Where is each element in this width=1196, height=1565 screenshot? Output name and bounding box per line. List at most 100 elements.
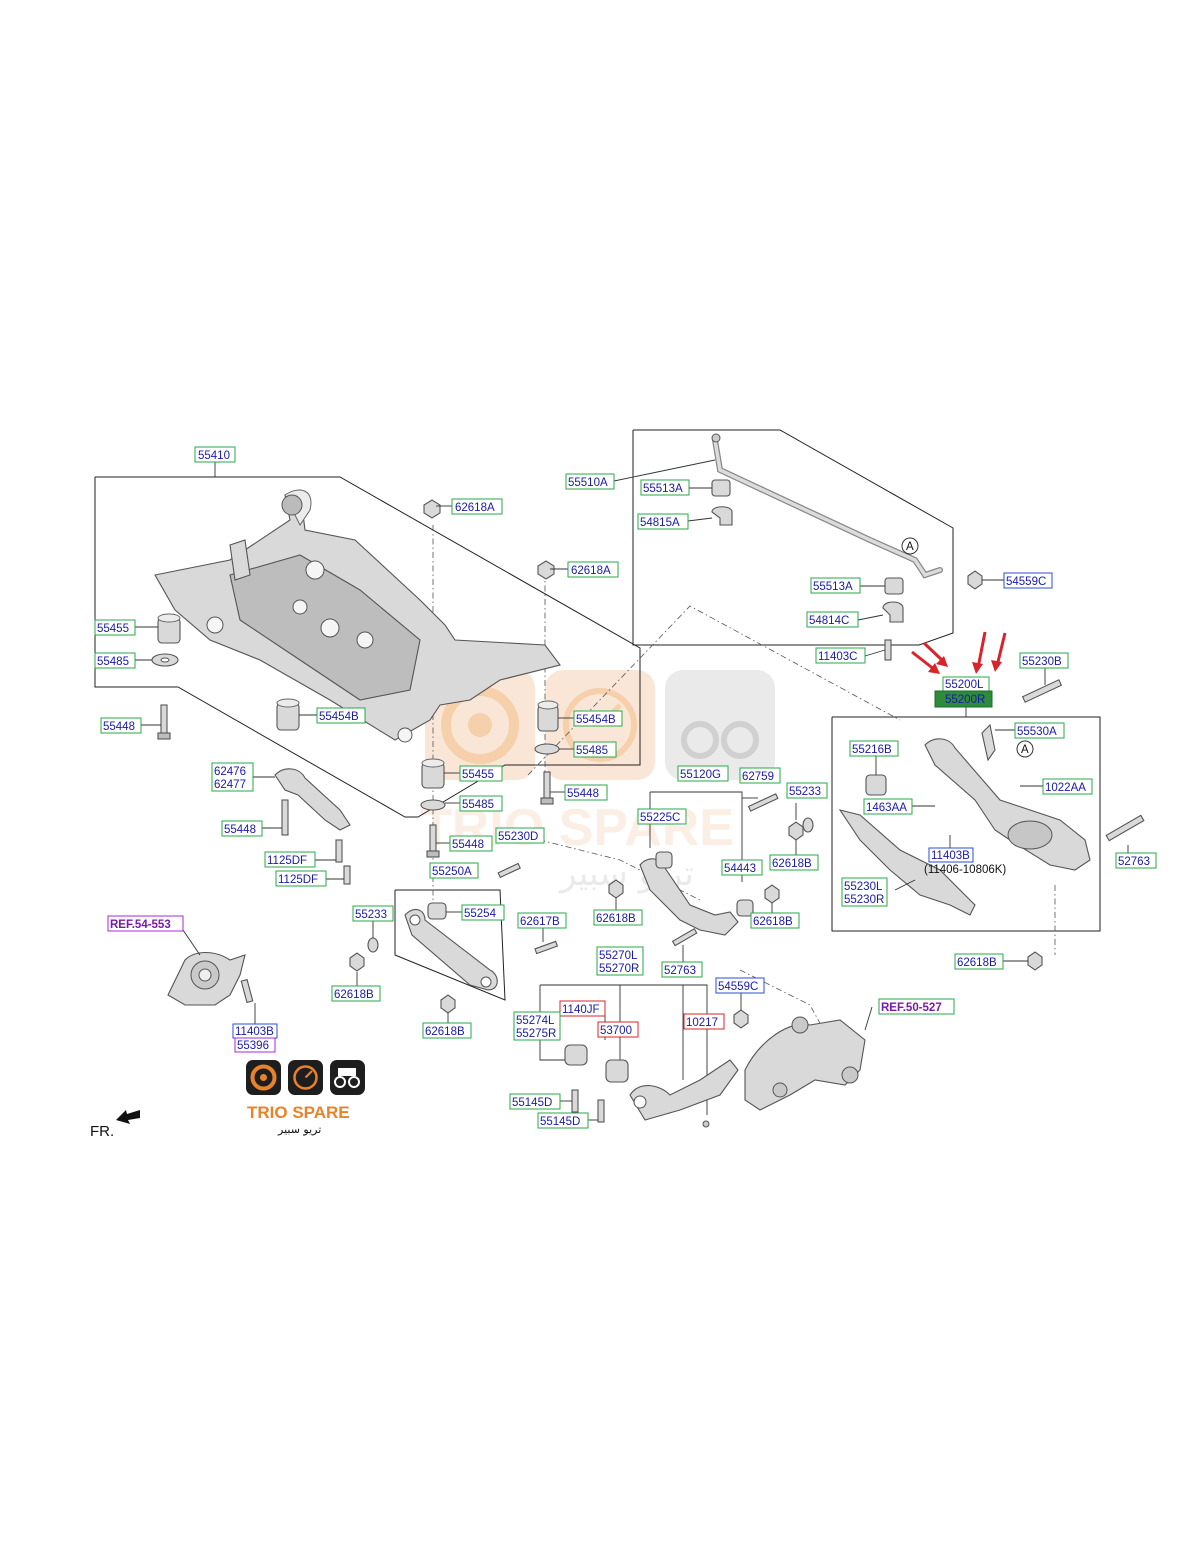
svg-text:55448: 55448 — [567, 788, 599, 800]
label-55448-arm[interactable]: 55448 — [221, 820, 263, 837]
label-62618A-1[interactable]: 62618A — [451, 498, 503, 515]
label-55455-left[interactable]: 55455 — [94, 619, 136, 636]
bolt-52763-right — [1105, 814, 1145, 842]
svg-text:55485: 55485 — [97, 656, 129, 668]
label-11403B-right[interactable]: 11403B — [928, 847, 974, 863]
label-ref-50-527[interactable]: REF.50-527 — [878, 998, 955, 1015]
label-55225C[interactable]: 55225C — [637, 808, 687, 825]
label-55455-mid[interactable]: 55455 — [459, 765, 503, 782]
svg-text:54559C: 54559C — [718, 981, 758, 993]
label-54559C-2[interactable]: 54559C — [715, 977, 765, 994]
label-1125DF-1[interactable]: 1125DF — [264, 851, 316, 868]
label-62618B-right[interactable]: 62618B — [954, 953, 1004, 970]
label-54815A[interactable]: 54815A — [637, 513, 689, 530]
label-55448-mid[interactable]: 55448 — [564, 784, 608, 801]
label-55230D[interactable]: 55230D — [495, 827, 545, 844]
label-62617B[interactable]: 62617B — [517, 912, 567, 929]
label-55454B-left[interactable]: 55454B — [316, 707, 366, 724]
upper-arm-55120G — [608, 793, 814, 947]
label-55200L[interactable]: 55200L — [942, 676, 990, 692]
label-62618B-b[interactable]: 62618B — [422, 1022, 472, 1039]
mount-55396 — [167, 951, 254, 1006]
bushing-55455-mid — [421, 758, 445, 789]
label-62618A-2[interactable]: 62618A — [567, 561, 619, 578]
label-54814C[interactable]: 54814C — [806, 611, 859, 628]
label-10217[interactable]: 10217 — [683, 1013, 725, 1030]
svg-text:A: A — [906, 541, 914, 553]
label-54559C-1[interactable]: 54559C — [1003, 572, 1053, 589]
svg-text:55510A: 55510A — [568, 477, 608, 489]
label-55216B[interactable]: 55216B — [849, 740, 899, 757]
svg-text:55485: 55485 — [462, 799, 494, 811]
svg-text:1125DF: 1125DF — [267, 855, 307, 867]
svg-text:55396: 55396 — [237, 1040, 269, 1052]
svg-text:55455: 55455 — [462, 769, 494, 781]
label-1463AA[interactable]: 1463AA — [863, 798, 913, 815]
lower-arm-group-frame — [831, 716, 1101, 932]
label-62759[interactable]: 62759 — [739, 767, 781, 784]
label-55233-left[interactable]: 55233 — [352, 905, 394, 922]
label-54443[interactable]: 54443 — [721, 859, 763, 876]
svg-text:55230D: 55230D — [498, 831, 538, 843]
label-55513A-2[interactable]: 55513A — [810, 577, 861, 594]
label-55448-left[interactable]: 55448 — [100, 717, 142, 734]
label-55230B[interactable]: 55230B — [1019, 652, 1069, 669]
label-55448-low[interactable]: 55448 — [449, 835, 493, 852]
label-55530A[interactable]: 55530A — [1014, 722, 1065, 739]
label-55410[interactable]: 55410 — [194, 446, 236, 463]
label-52763-mid[interactable]: 52763 — [661, 961, 703, 978]
label-1125DF-2[interactable]: 1125DF — [275, 870, 327, 887]
label-62618B-d[interactable]: 62618B — [593, 909, 643, 926]
label-53700[interactable]: 53700 — [597, 1021, 639, 1038]
label-55510A[interactable]: 55510A — [565, 473, 615, 490]
svg-text:55230R: 55230R — [844, 894, 884, 906]
label-1022AA[interactable]: 1022AA — [1042, 778, 1093, 795]
callout-A-2: A — [1016, 740, 1034, 758]
label-ref-54-553[interactable]: REF.54-553 — [107, 915, 184, 932]
label-62618B-e[interactable]: 62618B — [750, 912, 800, 929]
label-55513A-1[interactable]: 55513A — [640, 479, 690, 496]
label-55145D-2[interactable]: 55145D — [537, 1112, 589, 1129]
svg-text:55410: 55410 — [198, 450, 230, 462]
label-55254[interactable]: 55254 — [461, 904, 505, 921]
svg-text:55233: 55233 — [355, 909, 387, 921]
label-55454B-mid[interactable]: 55454B — [573, 710, 623, 727]
bolt-55230B — [1021, 679, 1063, 703]
label-55250A[interactable]: 55250A — [429, 862, 479, 879]
svg-text:55275R: 55275R — [516, 1028, 556, 1040]
svg-text:55200R: 55200R — [945, 694, 985, 706]
svg-text:55230B: 55230B — [1022, 656, 1062, 668]
bolt-55448-left — [157, 704, 171, 740]
label-55145D-1[interactable]: 55145D — [509, 1093, 561, 1110]
bracket-54814C — [882, 601, 904, 623]
svg-text:55454B: 55454B — [319, 711, 359, 723]
label-55485-low[interactable]: 55485 — [459, 795, 503, 812]
label-11403C[interactable]: 11403C — [815, 647, 866, 664]
label-55485-mid[interactable]: 55485 — [573, 741, 617, 758]
svg-text:62617B: 62617B — [520, 916, 560, 928]
svg-text:54814C: 54814C — [809, 615, 849, 627]
label-55200R[interactable]: 55200R — [934, 690, 993, 708]
label-55233-mid[interactable]: 55233 — [786, 782, 828, 799]
spring-seat-55230 — [838, 809, 976, 916]
svg-text:A: A — [1021, 744, 1029, 756]
svg-text:55145D: 55145D — [540, 1116, 580, 1128]
svg-text:62618B: 62618B — [425, 1026, 465, 1038]
label-62618B-a[interactable]: 62618B — [331, 985, 381, 1002]
lower-control-arm-55200 — [865, 723, 1091, 871]
svg-text:54559C: 54559C — [1006, 576, 1046, 588]
nut-62618A-1 — [423, 499, 441, 519]
label-52763-right[interactable]: 52763 — [1115, 852, 1157, 869]
label-11403B-left[interactable]: 11403B — [232, 1023, 278, 1039]
label-55120G[interactable]: 55120G — [677, 765, 729, 782]
label-55396[interactable]: 55396 — [234, 1037, 276, 1053]
label-55485-left[interactable]: 55485 — [94, 652, 136, 669]
svg-text:1463AA: 1463AA — [866, 802, 907, 814]
label-62618B-c[interactable]: 62618B — [769, 854, 819, 871]
label-1140JF[interactable]: 1140JF — [559, 1000, 606, 1017]
